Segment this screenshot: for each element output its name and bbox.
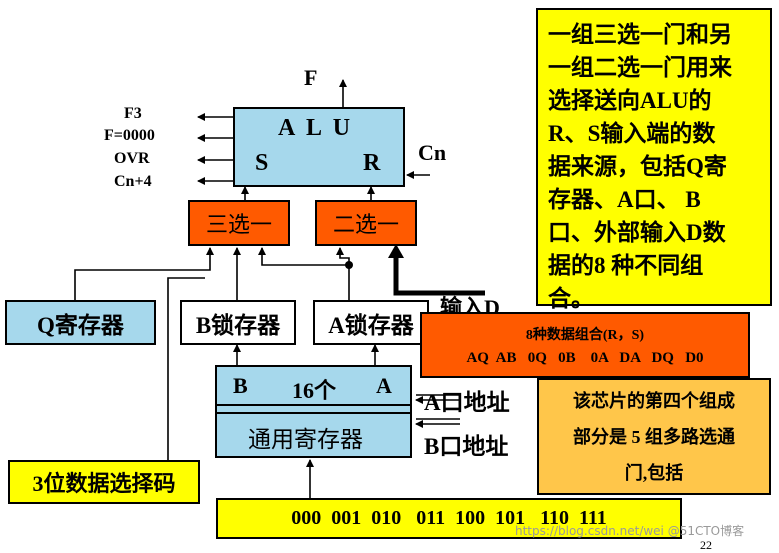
output-f-label: F: [304, 65, 318, 90]
select-code-label: 3位数据选择码: [8, 460, 200, 504]
select-code-values: 000 001 010 011 100 101 110 111: [216, 498, 682, 539]
note-mux-text: 一组三选一门和另一组二选一门用来选择送向ALU的 R、S输入端的数据来源，包括Q…: [548, 22, 732, 311]
alu-r-input: R: [363, 150, 381, 176]
mux-two-to-one: 二选一: [315, 200, 417, 246]
flag-cn4: Cn+4: [114, 173, 152, 190]
mux-three-to-one: 三选一: [188, 200, 290, 246]
b-latch: B锁存器: [180, 300, 296, 345]
alu-s-input: S: [255, 150, 269, 176]
q-register: Q寄存器: [5, 300, 156, 345]
carry-in-label: Cn: [418, 140, 447, 165]
b-port-address: B口地址: [424, 434, 509, 459]
flag-ovr: OVR: [114, 150, 150, 167]
regfile-divider-1: [216, 404, 411, 406]
note-fourth-part: 该芯片的第四个组成部分是 5 组多路选通门,包括: [537, 378, 771, 495]
note-fourth-part-text: 该芯片的第四个组成部分是 5 组多路选通门,包括: [573, 390, 735, 483]
alu-block: [233, 107, 405, 187]
watermark: https://blog.csdn.net/wei @51CTO博客: [515, 524, 745, 538]
flag-f-zero: F=0000: [104, 127, 155, 144]
general-register-file: [215, 365, 412, 458]
data-combinations-items: AQ AB 0Q 0B 0A DA DQ D0: [466, 349, 704, 366]
regfile-name: 通用寄存器: [248, 427, 363, 452]
page-number: 22: [700, 538, 712, 552]
flag-f3: F3: [124, 105, 142, 122]
regfile-count: 16个: [292, 378, 337, 403]
note-mux-description: 一组三选一门和另一组二选一门用来选择送向ALU的 R、S输入端的数据来源，包括Q…: [536, 8, 772, 311]
alu-title: A L U: [278, 115, 354, 141]
regfile-b-port: B: [233, 373, 248, 398]
a-latch: A锁存器: [313, 300, 429, 345]
data-combinations-box: 8种数据组合(R，S) AQ AB 0Q 0B 0A DA DQ D0: [420, 312, 750, 378]
data-combinations-title: 8种数据组合(R，S): [525, 327, 645, 343]
a-port-address: A口地址: [424, 390, 510, 415]
regfile-divider-2: [216, 412, 411, 414]
regfile-a-port: A: [376, 373, 392, 398]
